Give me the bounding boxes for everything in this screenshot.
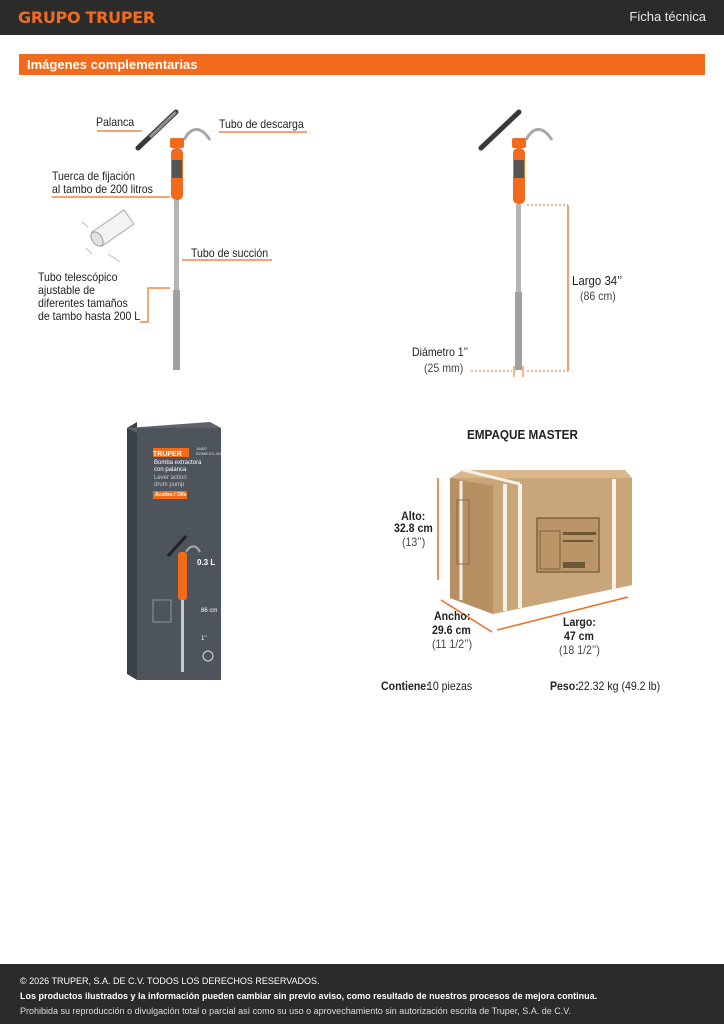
brand-logo[interactable]: GRUPO TRUPER [18,8,155,27]
largo-label: Largo: [563,615,596,629]
package-name-es-2: con palanca [154,467,187,473]
master-title: EMPAQUE MASTER [467,427,578,442]
contiene-label: Contiene: [381,679,430,693]
label-palanca: Palanca [96,115,135,129]
document-type: Ficha técnica [629,9,706,24]
label-diametro-mm: (25 mm) [424,361,464,375]
largo-in: (18 1/2’’) [559,643,600,657]
alto-label: Alto: [401,509,426,523]
label-largo-cm: (86 cm) [580,289,616,303]
tube-detail-sketch [81,209,135,263]
package-name-en-1: Lever action [154,475,187,481]
footer-prohibition: Prohibida su reproducción o divulgación … [20,1006,571,1016]
package-model: BOMB-EX-3/4 [196,451,222,456]
section-header: Imágenes complementarias [19,54,705,75]
peso-value: 22.32 kg (49.2 lb) [578,679,661,693]
suction-tube [174,200,179,370]
label-tuerca-line1: Tuerca de fijación [52,169,135,183]
package-code: 16857 [196,446,208,451]
label-telescopico-line2: ajustable de [38,283,95,297]
footer-copyright: © 2026 TRUPER, S.A. DE C.V. TODOS LOS DE… [20,976,320,986]
label-telescopico-line1: Tubo telescópico [38,270,118,284]
largo-cm: 47 cm [564,629,594,643]
footer-notice: Los productos ilustrados y la informació… [20,991,598,1001]
ancho-in: (11 1/2’’) [432,637,473,651]
label-tuerca-line2: al tambo de 200 litros [52,182,153,196]
contiene-value: 10 piezas [427,679,473,693]
package-name-en-2: drum pump [154,482,185,488]
package-diameter: 1'' [201,636,207,642]
package-name-es-1: Bomba extractora [154,460,202,466]
package-length: 86 cm [201,608,218,614]
label-largo: Largo 34’’ [572,273,623,288]
product-package-illustration [127,422,221,680]
section-title: Imágenes complementarias [27,57,198,72]
peso-label: Peso: [550,679,579,693]
alto-in: (13’’) [402,535,426,549]
label-diametro: Diámetro 1’’ [412,345,469,359]
package-fluids: Aceites / Oils [155,492,187,498]
label-tubo-succion: Tubo de succión [191,246,269,260]
package-capacity: 0.3 L [197,558,216,567]
package-brand: TRUPER [153,451,182,458]
ancho-cm: 29.6 cm [432,623,471,637]
alto-cm: 32.8 cm [394,521,433,535]
pump-cap [170,138,184,148]
label-telescopico-line4: de tambo hasta 200 L [38,309,141,323]
top-bar: GRUPO TRUPER Ficha técnica [0,0,724,35]
footer: © 2026 TRUPER, S.A. DE C.V. TODOS LOS DE… [0,964,724,1024]
ancho-label: Ancho: [434,609,471,623]
master-carton-illustration [437,468,632,633]
label-tubo-descarga: Tubo de descarga [219,117,304,131]
label-telescopico-line3: diferentes tamaños [38,296,128,310]
